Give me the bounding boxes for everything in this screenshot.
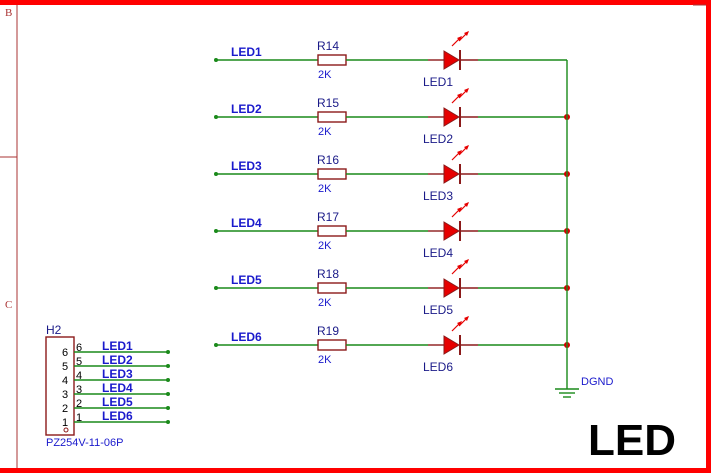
led-row: LED4 R17 2K LED4	[214, 202, 570, 260]
zone-label-c: C	[5, 299, 12, 311]
net-label: LED1	[231, 45, 262, 59]
resistor-ref: R19	[317, 324, 339, 338]
zone-label-b: B	[5, 7, 12, 19]
light-emission-icon	[451, 202, 469, 218]
led-ref: LED1	[423, 75, 453, 89]
resistor[interactable]	[317, 168, 347, 180]
pin-number-inner: 6	[62, 347, 68, 359]
header-ref-label: H2	[46, 323, 62, 337]
resistor-ref: R15	[317, 96, 339, 110]
pin-net-label: LED4	[102, 381, 133, 395]
ground-bus	[555, 60, 579, 398]
light-emission-icon	[451, 88, 469, 104]
net-endpoint	[166, 420, 170, 424]
pin-number: 3	[76, 384, 82, 396]
light-emission-icon	[451, 31, 469, 47]
net-endpoint	[166, 406, 170, 410]
pin-net-label: LED1	[102, 339, 133, 353]
pin-number: 4	[76, 370, 82, 382]
ground-label: DGND	[581, 376, 613, 388]
led-row: LED6 R19 2K LED6	[214, 316, 570, 374]
header-part-label: PZ254V-11-06P	[46, 437, 123, 449]
light-emission-icon	[451, 259, 469, 275]
pin-net-label: LED2	[102, 353, 133, 367]
resistor-value: 2K	[318, 354, 332, 366]
led-row: LED5 R18 2K LED5	[214, 259, 570, 317]
led-row: LED2 R15 2K LED2	[214, 88, 570, 146]
pin-number: 1	[76, 412, 82, 424]
led-ref: LED3	[423, 189, 453, 203]
resistor[interactable]	[317, 111, 347, 123]
header-connector-h2[interactable]	[45, 336, 75, 436]
resistor-value: 2K	[318, 240, 332, 252]
resistor[interactable]	[317, 225, 347, 237]
led-diode[interactable]	[428, 31, 478, 70]
net-label: LED6	[231, 330, 262, 344]
net-label: LED4	[231, 216, 262, 230]
pin-net-label: LED6	[102, 409, 133, 423]
net-label: LED2	[231, 102, 262, 116]
net-label: LED5	[231, 273, 262, 287]
led-diode[interactable]	[428, 259, 478, 298]
light-emission-icon	[451, 145, 469, 161]
pin-number-inner: 5	[62, 361, 68, 373]
led-ref: LED2	[423, 132, 453, 146]
resistor-ref: R17	[317, 210, 339, 224]
pin-number: 5	[76, 356, 82, 368]
net-label: LED3	[231, 159, 262, 173]
pin-number: 6	[76, 342, 82, 354]
sheet-title: LED	[588, 416, 676, 465]
resistor-ref: R18	[317, 267, 339, 281]
pin-number-inner: 4	[62, 375, 68, 387]
net-endpoint	[166, 350, 170, 354]
led-diode[interactable]	[428, 145, 478, 184]
net-endpoint	[166, 392, 170, 396]
pin-number-inner: 2	[62, 403, 68, 415]
resistor-ref: R16	[317, 153, 339, 167]
led-ref: LED5	[423, 303, 453, 317]
resistor-value: 2K	[318, 126, 332, 138]
light-emission-icon	[451, 316, 469, 332]
resistor[interactable]	[317, 54, 347, 66]
resistor-value: 2K	[318, 183, 332, 195]
led-row: LED3 R16 2K LED3	[214, 145, 570, 203]
resistor-ref: R14	[317, 39, 339, 53]
pin-net-label: LED3	[102, 367, 133, 381]
resistor-value: 2K	[318, 69, 332, 81]
resistor-value: 2K	[318, 297, 332, 309]
led-row: LED1 R14 2K LED1	[214, 31, 567, 89]
resistor[interactable]	[317, 282, 347, 294]
net-endpoint	[166, 378, 170, 382]
pin-number: 2	[76, 398, 82, 410]
led-diode[interactable]	[428, 316, 478, 355]
net-endpoint	[166, 364, 170, 368]
pin-net-label: LED5	[102, 395, 133, 409]
pin-number-inner: 3	[62, 389, 68, 401]
led-diode[interactable]	[428, 88, 478, 127]
led-ref: LED4	[423, 246, 453, 260]
resistor[interactable]	[317, 339, 347, 351]
pin-number-inner: 1	[62, 417, 68, 429]
led-ref: LED6	[423, 360, 453, 374]
led-diode[interactable]	[428, 202, 478, 241]
